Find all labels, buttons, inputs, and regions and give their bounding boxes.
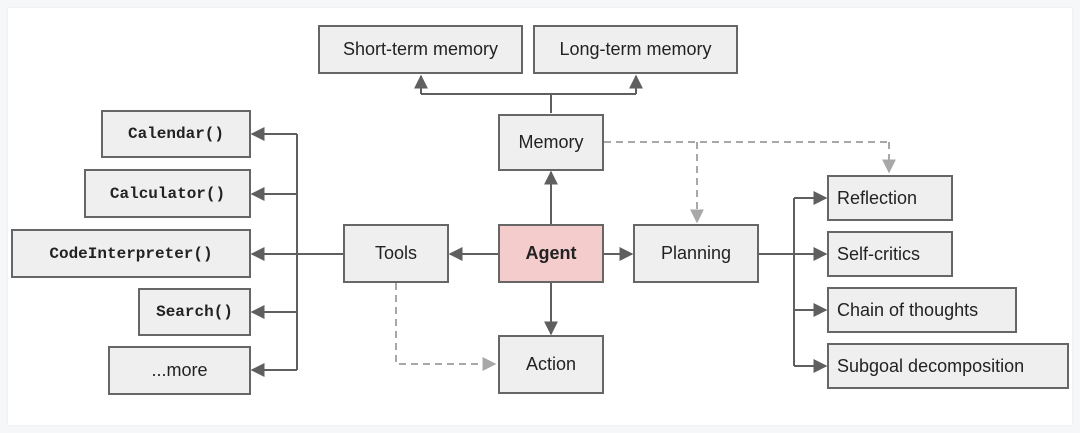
subgoal-decomposition-node: Subgoal decomposition (827, 343, 1069, 389)
short-term-memory-node: Short-term memory (318, 25, 523, 74)
reflection-node: Reflection (827, 175, 953, 221)
chain-of-thoughts-node: Chain of thoughts (827, 287, 1017, 333)
memory-node: Memory (498, 114, 604, 171)
tools-node: Tools (343, 224, 449, 283)
action-node: Action (498, 335, 604, 394)
calculator-tool-node: Calculator() (84, 169, 251, 218)
edge-dashed-tools-to-action (395, 283, 497, 371)
calendar-tool-node: Calendar() (101, 110, 251, 158)
long-term-memory-node: Long-term memory (533, 25, 738, 74)
search-tool-node: Search() (138, 288, 251, 336)
self-critics-node: Self-critics (827, 231, 953, 277)
code-interpreter-tool-node: CodeInterpreter() (11, 229, 251, 278)
more-tools-node: ...more (108, 346, 251, 395)
agent-node: Agent (498, 224, 604, 283)
planning-node: Planning (633, 224, 759, 283)
